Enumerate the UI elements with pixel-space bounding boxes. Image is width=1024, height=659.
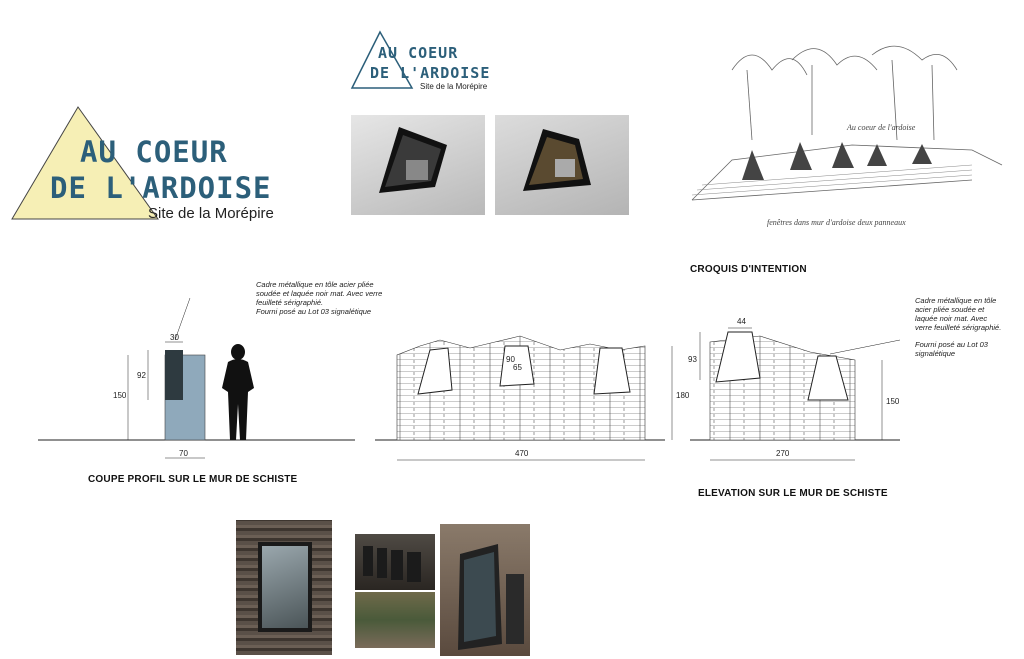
main-logo: AU COEUR DE L'ARDOISE Site de la Morépir…	[8, 105, 288, 225]
section-caption: COUPE PROFIL SUR LE MUR DE SCHISTE	[88, 474, 298, 485]
photo-wall-window	[236, 520, 332, 655]
section-dim-panel: 92	[137, 371, 146, 380]
right-dim-top: 44	[737, 317, 746, 326]
sketch-caption: CROQUIS D'INTENTION	[690, 264, 807, 275]
photo-window-2	[495, 115, 629, 215]
section-dim-base: 70	[179, 449, 188, 458]
small-logo-subtitle: Site de la Morépire	[420, 82, 488, 91]
logo-subtitle: Site de la Morépire	[148, 205, 274, 222]
left-panel-3	[593, 347, 631, 395]
right-dim-width: 270	[776, 449, 790, 458]
sketch-handwriting-2: fenêtres dans mur d'ardoise deux panneau…	[767, 218, 906, 227]
photo-panels-row	[355, 534, 435, 590]
section-dim-top: 30	[170, 333, 179, 342]
section-note: Cadre métallique en tôle acier pliée sou…	[256, 280, 383, 316]
logo-triangle-icon	[11, 106, 159, 220]
photo-forest-path	[355, 592, 435, 648]
right-dim-height: 150	[886, 397, 900, 406]
left-elevation-wall	[396, 335, 646, 441]
right-dim-panel-h: 93	[688, 355, 697, 364]
left-panel-1	[417, 347, 453, 395]
technical-drawings: 150 92 70 30 180 90 65 470 44 93 150 270	[38, 297, 901, 461]
section-panel	[165, 350, 183, 400]
photo-window-1	[351, 115, 485, 215]
left-dim-width: 470	[515, 449, 529, 458]
left-panel-2	[499, 345, 535, 387]
section-dim-wall: 150	[113, 391, 127, 400]
small-logo-line-2: DE L'ARDOISE	[370, 64, 491, 82]
photo-panel-closeup	[440, 524, 530, 656]
right-panel-2	[807, 355, 849, 401]
left-dim-panel-h: 90	[506, 355, 515, 364]
intention-sketch: Au coeur de l'ardoise fenêtres dans mur …	[672, 30, 1012, 245]
small-logo-triangle-icon	[350, 30, 414, 89]
right-panel-1	[715, 331, 761, 383]
elevation-note: Cadre métallique en tôle acier pliée sou…	[915, 296, 1002, 358]
left-dim-panel-w: 65	[513, 363, 522, 372]
elevation-caption: ELEVATION SUR LE MUR DE SCHISTE	[698, 488, 888, 499]
person-silhouette-icon	[222, 344, 254, 440]
logo-line-1: AU COEUR	[80, 135, 228, 169]
left-dim-height: 180	[676, 391, 690, 400]
logo-line-2: DE L'ARDOISE	[50, 171, 272, 205]
sketch-handwriting-1: Au coeur de l'ardoise	[846, 123, 916, 132]
small-logo-line-1: AU COEUR	[378, 44, 459, 62]
small-logo: AU COEUR DE L'ARDOISE Site de la Morépir…	[350, 30, 500, 92]
